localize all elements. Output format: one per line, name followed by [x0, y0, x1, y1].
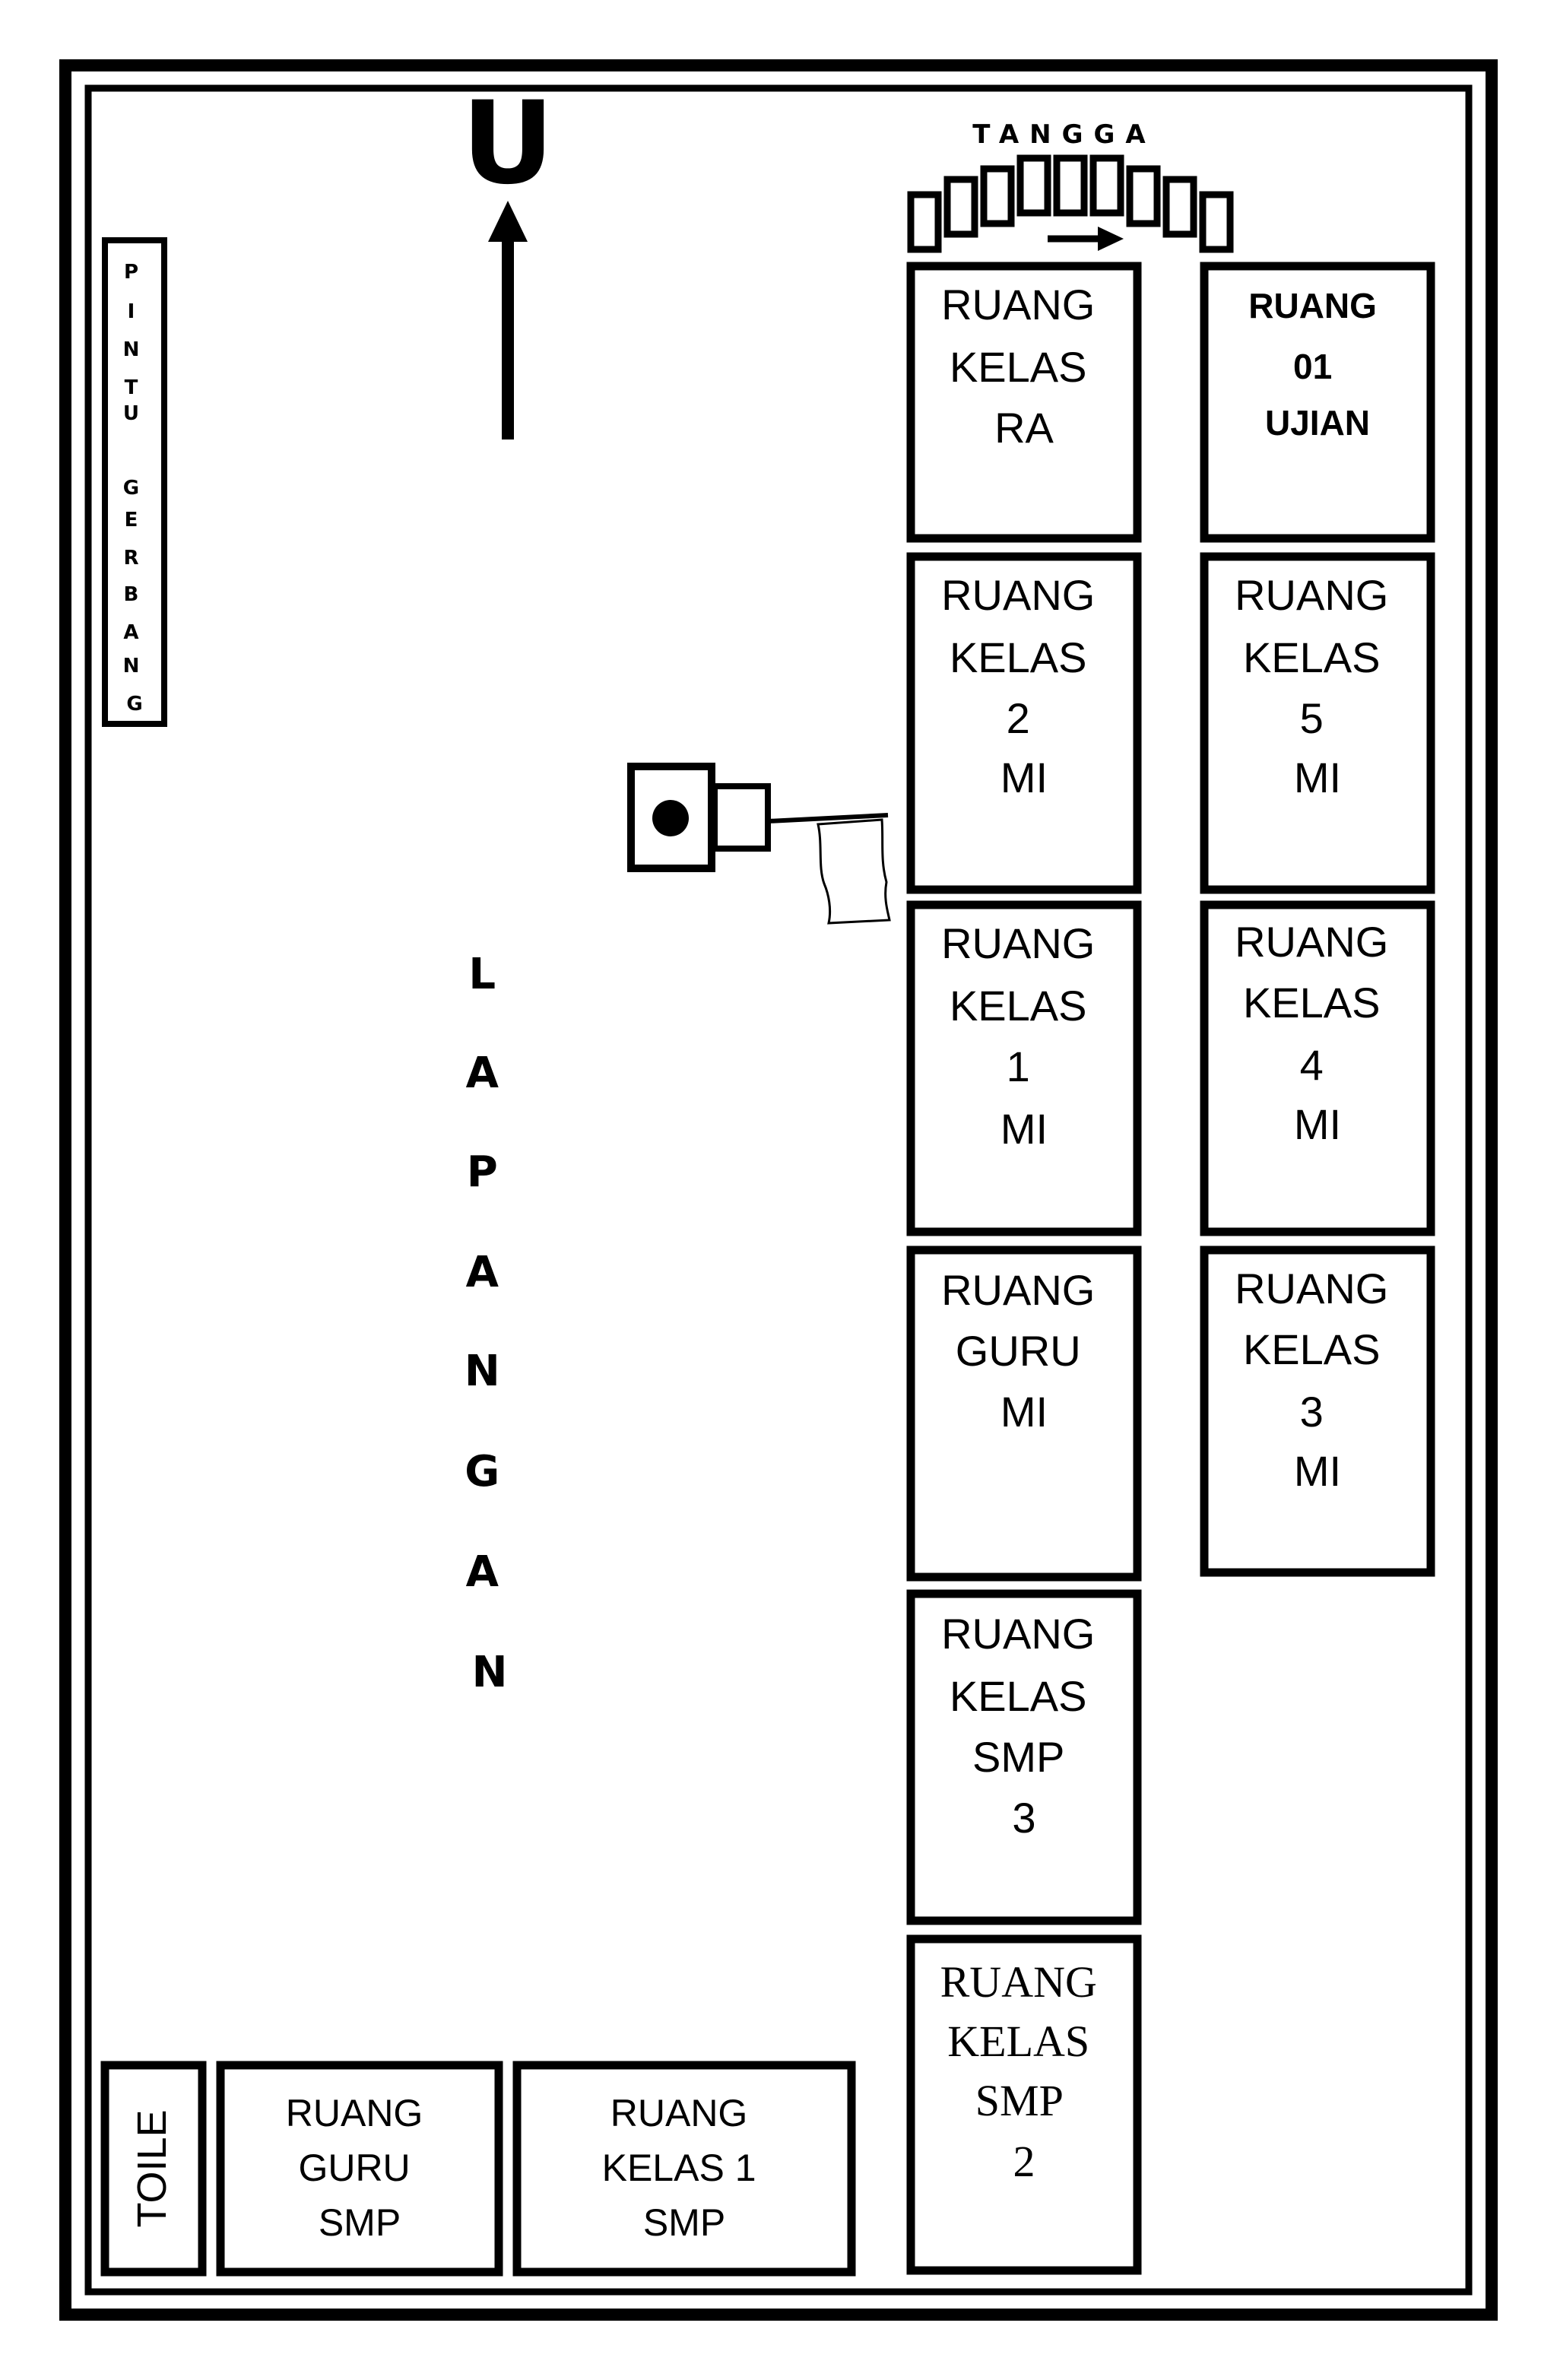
- gate-box: [102, 237, 167, 727]
- svg-text:RUANG 01 UJIAN: RUANG 01 UJIAN: [1248, 286, 1386, 443]
- stair-step: [1089, 154, 1124, 217]
- flag-pole-dot: [652, 800, 689, 836]
- gate-letter: E: [125, 509, 138, 532]
- svg-text:RUANG GURU MI: RUANG GURU MI: [941, 1266, 1107, 1436]
- stairs-label: TANGGA: [972, 119, 1156, 150]
- field-letter: P: [467, 1147, 498, 1197]
- room-kelas-1-smp: RUANG KELAS 1 SMP: [512, 2061, 856, 2277]
- field-letter: A: [466, 1049, 499, 1098]
- svg-text:RUANG KELAS 5: RUANG KELAS 5 MI: [1235, 571, 1400, 801]
- gate-letter: T: [125, 376, 138, 399]
- svg-text:RUANG KELAS 2: RUANG KELAS 2 MI: [941, 571, 1107, 801]
- room-kelas-5-mi: RUANG KELAS 5 MI: [1200, 552, 1435, 894]
- gate-letter: N: [123, 338, 140, 361]
- room-guru-smp: RUANG GURU SMP: [216, 2061, 503, 2277]
- gate-letter: U: [123, 402, 139, 425]
- gate-letter: N: [123, 655, 140, 678]
- room-kelas-smp-2: RUANG KELAS SMP 2: [906, 1934, 1142, 2275]
- gate-letter: I: [128, 300, 135, 323]
- room-kelas-4-mi: RUANG KELAS 4 MI: [1200, 900, 1435, 1236]
- gate-letter: R: [123, 547, 138, 570]
- room-ujian-01: RUANG 01 UJIAN: [1200, 262, 1435, 543]
- gate-letter: G: [123, 477, 139, 500]
- stair-step: [1162, 176, 1197, 238]
- stairs: TANGGA: [907, 119, 1234, 253]
- room-kelas-smp-3: RUANG KELAS SMP 3: [906, 1589, 1142, 1925]
- room-toilet: TOILE: [100, 2061, 207, 2277]
- room-guru-mi: RUANG GURU MI: [906, 1246, 1142, 1582]
- svg-text:RUANG KELAS 3: RUANG KELAS 3 MI: [1235, 1265, 1400, 1495]
- svg-text:RUANG KELAS RA: RUANG KELAS RA: [941, 281, 1107, 452]
- flag-pole-rod: [767, 813, 889, 823]
- room-kelas-1-mi: RUANG KELAS 1 MI: [906, 900, 1142, 1236]
- field-letter: L: [468, 950, 496, 999]
- gate-letter: G: [126, 693, 142, 716]
- flag: [817, 818, 891, 925]
- stair-step: [1126, 165, 1161, 227]
- stair-step: [943, 176, 978, 238]
- svg-text:RUANG KELAS 4: RUANG KELAS 4 MI: [1235, 918, 1400, 1148]
- flag-pole-mount: [712, 783, 771, 852]
- north-label: U: [461, 78, 554, 210]
- field-letter: N: [465, 1347, 500, 1396]
- gate-letter: P: [124, 261, 138, 284]
- svg-text:RUANG KELAS 1 SMP: RUANG KELAS 1 SMP: [602, 2092, 767, 2244]
- gate: P I N T U G E R B A N G: [102, 237, 167, 727]
- gate-letter: A: [123, 621, 138, 644]
- svg-text:RUANG KELAS 1: RUANG KELAS 1 MI: [941, 919, 1107, 1153]
- toilet-label: TOILE: [129, 2109, 175, 2227]
- room-kelas-ra: RUANG KELAS RA: [906, 262, 1142, 543]
- svg-text:RUANG KELAS SMP: RUANG KELAS SMP 3: [941, 1610, 1107, 1842]
- stairs-direction-arrow: [1048, 227, 1124, 251]
- room-kelas-2-mi: RUANG KELAS 2 MI: [906, 552, 1142, 894]
- field-letter: A: [466, 1248, 499, 1297]
- room-kelas-3-mi: RUANG KELAS 3 MI: [1200, 1246, 1435, 1577]
- outer-border: [59, 59, 1498, 2321]
- svg-text:RUANG GURU SMP: RUANG GURU SMP: [286, 2092, 433, 2244]
- field-label: L A P A N G A N: [465, 950, 515, 1697]
- field-letter: G: [465, 1447, 499, 1496]
- field-letter: N: [472, 1648, 508, 1697]
- stair-step: [1053, 154, 1088, 217]
- stair-step: [907, 191, 942, 253]
- north-arrow-head: [488, 201, 528, 242]
- gate-letter: B: [124, 583, 139, 606]
- north-arrow: U: [461, 78, 554, 440]
- stair-step: [1199, 191, 1234, 253]
- inner-border: [84, 84, 1473, 2296]
- stair-step: [980, 165, 1015, 227]
- flag-pole: [627, 763, 891, 925]
- field-letter: A: [466, 1547, 499, 1597]
- gate-label: P I N T U G E R B A N G: [123, 261, 147, 716]
- svg-text:RUANG KELAS SMP: RUANG KELAS SMP 2: [940, 1957, 1108, 2186]
- stair-step: [1016, 154, 1051, 217]
